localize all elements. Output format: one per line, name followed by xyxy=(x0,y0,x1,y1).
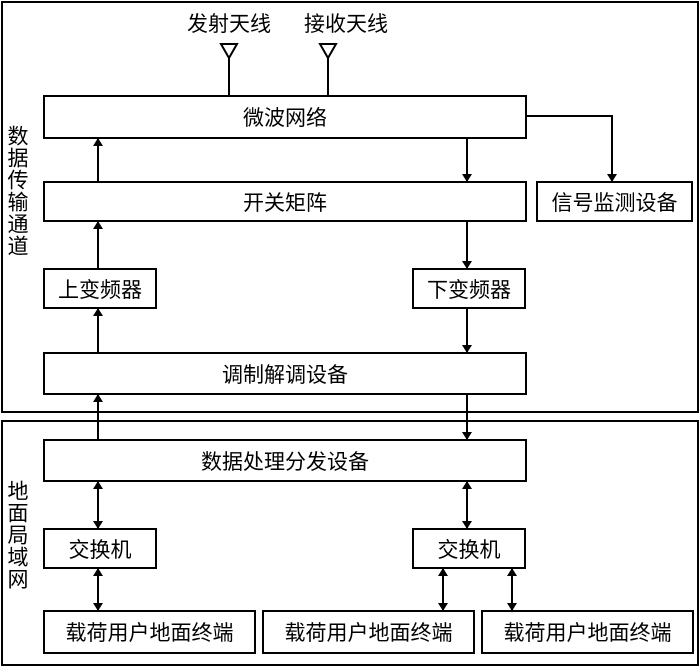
transmission-channel-frame xyxy=(1,1,699,413)
ground-lan-label: 地面局域网 xyxy=(5,480,29,590)
arrow-microwave-to-signal-monitor xyxy=(527,115,617,182)
data-processing-block: 数据处理分发设备 xyxy=(43,439,527,482)
transmission-channel-label: 数据传输通道 xyxy=(5,125,29,257)
switch-matrix-block: 开关矩阵 xyxy=(43,181,527,222)
microwave-network-block: 微波网络 xyxy=(43,95,527,139)
rx-antenna-icon xyxy=(318,43,338,95)
rx-antenna-label: 接收天线 xyxy=(304,12,388,36)
terminal-block-3: 载荷用户地面终端 xyxy=(481,610,694,654)
down-converter-block: 下变频器 xyxy=(412,268,526,309)
signal-monitor-block: 信号监测设备 xyxy=(536,181,693,222)
terminal-block-2: 载荷用户地面终端 xyxy=(262,610,475,654)
switch-right-block: 交换机 xyxy=(412,528,526,569)
modem-block: 调制解调设备 xyxy=(43,352,527,395)
tx-antenna-icon xyxy=(219,43,239,95)
ground-lan-frame xyxy=(1,420,699,666)
terminal-block-1: 载荷用户地面终端 xyxy=(43,610,256,654)
tx-antenna-label: 发射天线 xyxy=(187,12,271,36)
switch-left-block: 交换机 xyxy=(43,528,157,569)
up-converter-block: 上变频器 xyxy=(43,268,157,309)
